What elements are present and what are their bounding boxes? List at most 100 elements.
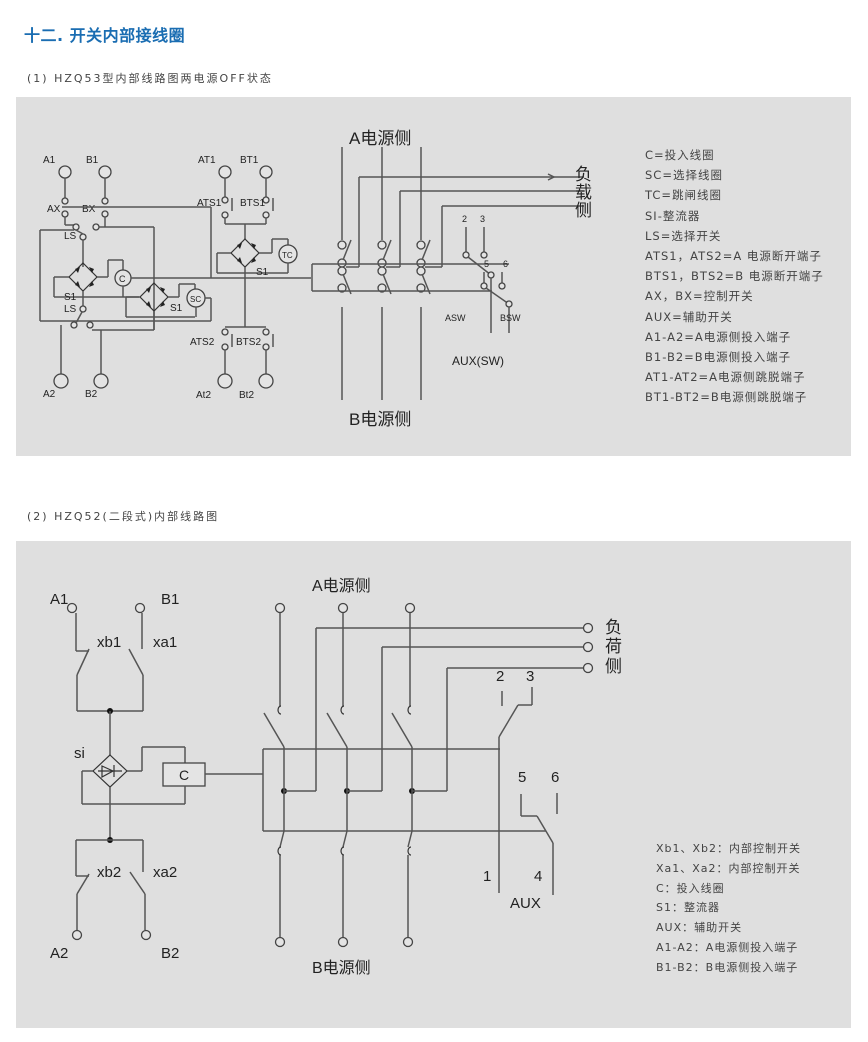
label-a2: A2 [50,945,68,962]
label-ats2: ATS2 [190,337,215,348]
label-6: 6 [551,769,559,786]
rectifier-si [92,754,128,788]
label-load-side-1: 负 [575,165,592,184]
label-bx: BX [82,204,96,215]
aux-switch: 2 3 5 6 1 4 AUX [483,668,559,912]
main-contacts [262,602,594,948]
label-4: 4 [534,868,542,885]
legend-item: C=投入线圈 [645,148,715,162]
label-s1-c: S1 [256,267,269,278]
legend-item: C：投入线圈 [656,881,725,895]
label-c: C [119,274,126,284]
legend-item: B1-B2：B电源侧投入端子 [656,960,799,974]
label-a1: A1 [50,591,68,608]
label-2: 2 [462,214,467,224]
legend-item: AX，BX=控制开关 [645,289,754,304]
label-5: 5 [484,259,489,269]
label-s1-a: S1 [64,292,77,303]
label-a-source-side: A电源侧 [312,577,371,595]
label-3: 3 [480,214,485,224]
legend-item: AUX=辅助开关 [645,309,733,324]
rectifier-bridge-s1-a [68,262,98,292]
label-xa2: xa2 [153,864,177,881]
label-load-side-2: 载 [575,183,592,202]
legend-item: Xa1、Xa2：内部控制开关 [656,861,801,875]
terminal-b2 [140,929,152,941]
diagram1-panel: A1 B1 AX BX LS C S1 [16,97,851,456]
terminal-a1 [66,602,78,614]
terminal-a2 [71,929,83,941]
label-aux: AUX [510,895,541,912]
label-ls-top: LS [64,231,77,242]
label-a-source-side: A电源侧 [349,129,411,148]
label-bts1: BTS1 [240,198,265,209]
diagram1-title: (1) HZQ53型内部线路图两电源OFF状态 [27,72,273,85]
legend-item: BTS1，BTS2=B 电源断开端子 [645,269,824,284]
rectifier-bridge-s1-c [230,238,260,268]
label-2: 2 [496,668,504,685]
label-b2: B2 [161,945,179,962]
label-bt1: BT1 [240,155,259,166]
terminal-a1 [58,165,72,205]
label-ats1: ATS1 [197,198,222,209]
terminal-a2 [53,373,69,389]
label-sc: SC [190,295,201,304]
hzq53-wiring-diagram: A1 B1 AX BX LS C S1 [39,129,592,429]
terminal-bt2 [258,373,274,389]
legend-item: SI-整流器 [645,208,701,223]
label-at2: At2 [196,390,211,401]
terminal-b1 [98,165,112,205]
label-bsw: BSW [500,313,521,323]
label-load-side-2: 荷 [605,637,622,656]
label-s1-b: S1 [170,303,183,314]
label-c: C [179,767,189,783]
label-b2: B2 [85,389,98,400]
legend-item: Xb1、Xb2：内部控制开关 [656,842,802,855]
legend-item: BT1-BT2=B电源侧跳脱端子 [645,390,808,405]
label-ls-bottom: LS [64,304,77,315]
label-load-side-3: 侧 [605,657,622,676]
terminal-bt1 [259,165,273,179]
label-6: 6 [503,259,508,269]
legend-item: AUX：辅助开关 [656,921,743,935]
label-tc: TC [282,251,293,260]
label-a1: A1 [43,155,56,166]
label-3: 3 [526,668,534,685]
legend-item: AT1-AT2=A电源侧跳脱端子 [645,370,806,385]
diagram2-panel: A1 B1 xb1 xa1 si C xb2 [16,541,851,1028]
label-b-source-side: B电源侧 [349,410,411,429]
legend-item: A1-A2：A电源侧投入端子 [656,940,799,954]
hzq52-wiring-diagram: A1 B1 xb1 xa1 si C xb2 [50,577,622,977]
label-asw: ASW [445,313,466,323]
legend-item: SC=选择线圈 [645,168,723,183]
terminal-at2 [217,373,233,389]
label-load-side-1: 负 [605,618,622,637]
legend-item: TC=跳闸线圈 [645,188,723,203]
label-b1: B1 [161,591,179,608]
label-ax: AX [47,204,61,215]
label-1: 1 [483,868,491,885]
diagram2-title: (2) HZQ52(二段式)内部线路图 [27,510,220,523]
section-heading: 十二. 开关内部接线圈 [24,26,186,45]
legend-item: A1-A2=A电源侧投入端子 [645,329,792,344]
label-si: si [74,745,85,762]
label-xb1: xb1 [97,634,121,651]
label-b1: B1 [86,155,99,166]
terminal-b1 [134,602,146,614]
diagram2-legend: Xb1、Xb2：内部控制开关 Xa1、Xa2：内部控制开关 C：投入线圈 S1：… [656,839,801,978]
terminal-at1 [218,165,232,179]
label-5: 5 [518,769,526,786]
label-b-source-side: B电源侧 [312,959,371,977]
main-contacts [311,147,584,400]
label-a2: A2 [43,389,56,400]
terminal-b2 [93,373,109,389]
aux-switch: 2 3 5 6 ASW BSW AUX(SW) [445,214,521,368]
label-aux-sw: AUX(SW) [452,354,504,368]
legend-item: LS=选择开关 [645,228,722,243]
diagram1-legend: C=投入线圈 SC=选择线圈 TC=跳闸线圈 SI-整流器 LS=选择开关 AT… [645,145,824,408]
label-xa1: xa1 [153,634,177,651]
label-xb2: xb2 [97,864,121,881]
label-at1: AT1 [198,155,216,166]
legend-item: S1：整流器 [656,901,720,915]
legend-item: ATS1，ATS2=A 电源断开端子 [645,249,822,264]
